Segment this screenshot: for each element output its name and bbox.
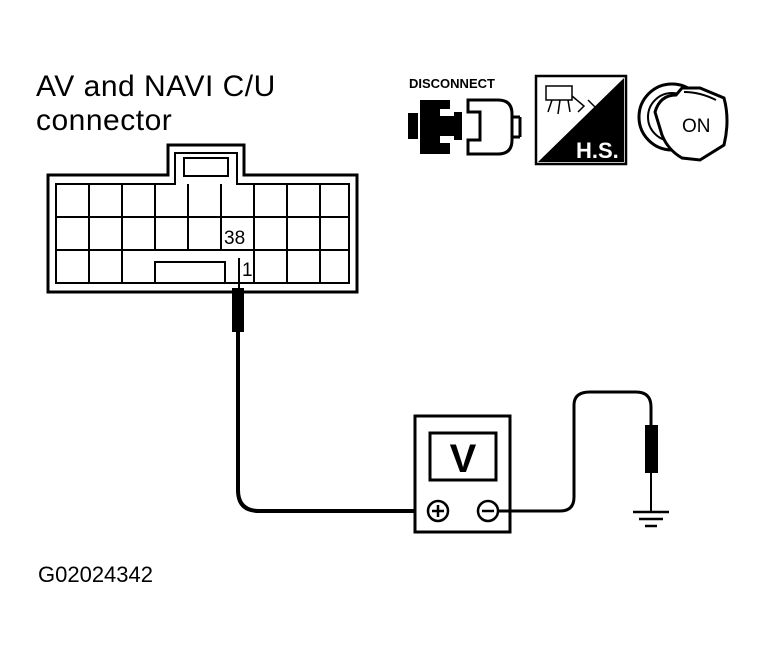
harness-sensor-icon — [534, 74, 628, 166]
key-on-label: ON — [682, 116, 711, 137]
connector-body — [46, 143, 359, 294]
negative-lead — [498, 390, 658, 513]
voltmeter — [413, 414, 512, 534]
ground-symbol — [633, 510, 669, 528]
pin-38-label: 38 — [224, 228, 245, 249]
connector-title-line1: AV and NAVI C/U — [36, 70, 276, 103]
connector-title-line2: connector — [36, 104, 173, 137]
figure-code: G02024342 — [38, 562, 153, 587]
disconnect-label: DISCONNECT — [409, 76, 495, 91]
ignition-key-icon — [637, 82, 729, 162]
pin-1-label: 1 — [242, 260, 253, 281]
voltmeter-symbol: V — [450, 437, 477, 481]
disconnect-icon: DISCONNECT — [408, 76, 522, 156]
hs-label: H.S. — [576, 138, 619, 163]
connector-title: AV and NAVI C/U connector — [36, 70, 276, 138]
positive-probe — [232, 258, 424, 513]
